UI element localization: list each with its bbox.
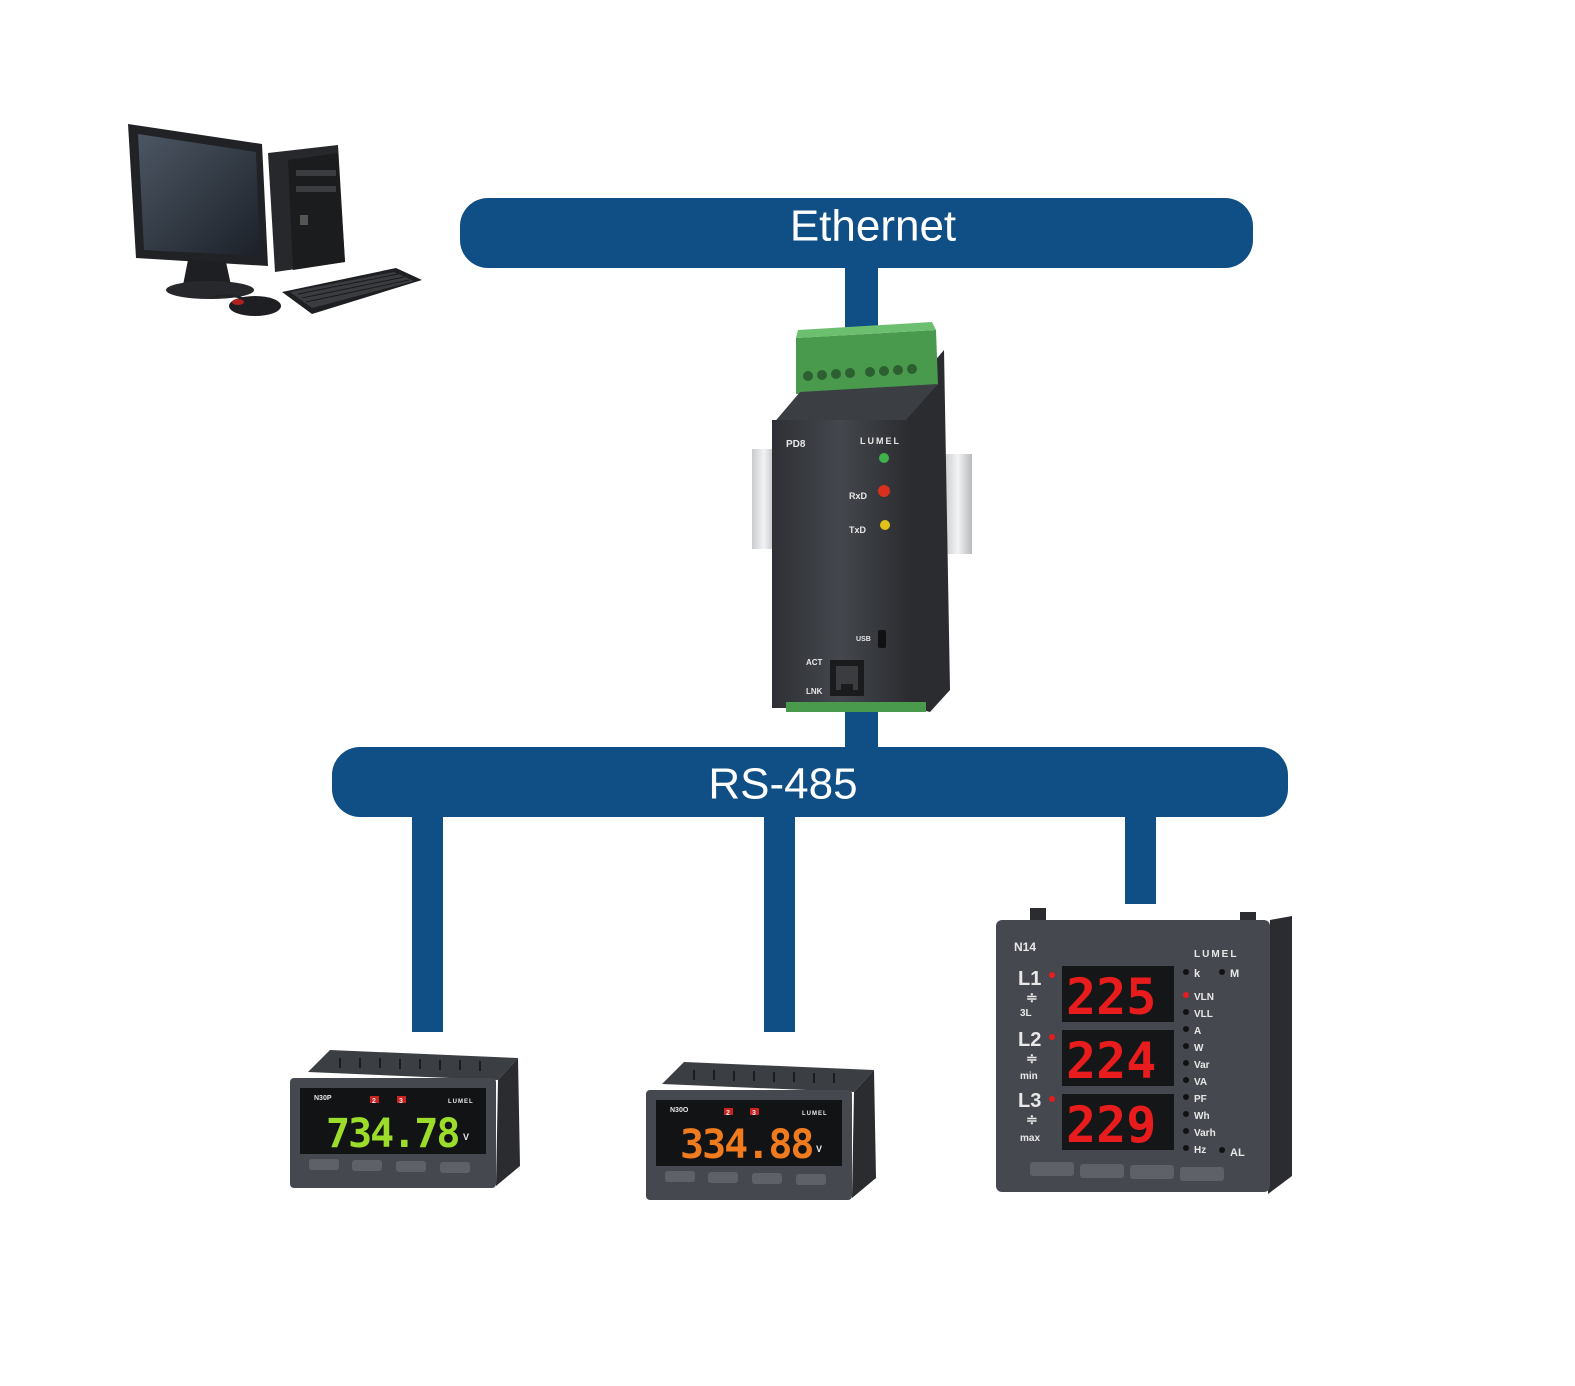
meter1-unit: V bbox=[463, 1132, 469, 1142]
meter3-unit-vln: VLN bbox=[1194, 992, 1214, 1003]
meter3-esc-button[interactable] bbox=[1030, 1162, 1074, 1176]
ethernet-port[interactable] bbox=[830, 660, 864, 696]
converter-brand: LUMEL bbox=[860, 436, 901, 446]
meter3-phase-l1: L1 bbox=[1018, 968, 1041, 990]
meter3-sep-icon: ≑ bbox=[1026, 1050, 1038, 1066]
connector-rs485-to-meter2 bbox=[764, 810, 795, 1032]
meter3-unit-vll: VLL bbox=[1194, 1009, 1213, 1020]
power-led bbox=[879, 453, 889, 463]
pc-tower bbox=[268, 145, 345, 272]
meter3-sub-max: max bbox=[1020, 1133, 1040, 1144]
meter3-unit-a: A bbox=[1194, 1026, 1201, 1037]
connector-rs485-to-meter1 bbox=[412, 810, 443, 1032]
meter3-unit-var: Var bbox=[1194, 1060, 1210, 1071]
pc-keyboard bbox=[282, 268, 422, 314]
meter3-sep-icon: ≑ bbox=[1026, 1111, 1038, 1127]
meter3-unit-w: W bbox=[1194, 1043, 1204, 1054]
meter1-enter-button[interactable] bbox=[440, 1162, 470, 1173]
usb-port[interactable] bbox=[878, 630, 886, 648]
meter3-sub-3l: 3L bbox=[1020, 1008, 1032, 1019]
pc-monitor bbox=[128, 124, 268, 299]
lnk-label: LNK bbox=[806, 687, 823, 696]
meter3-unit-wh: Wh bbox=[1194, 1111, 1210, 1122]
computer bbox=[128, 124, 422, 316]
meter1-esc-button[interactable] bbox=[309, 1159, 339, 1170]
txd-label: TxD bbox=[849, 525, 867, 535]
meter3-unit-hz: Hz bbox=[1194, 1145, 1206, 1156]
meter3-m: M bbox=[1230, 968, 1239, 980]
meter3-unit-varh: Varh bbox=[1194, 1128, 1216, 1139]
meter1-brand: LUMEL bbox=[448, 1099, 474, 1105]
meter3-value-2: 224 bbox=[1066, 1032, 1156, 1090]
connector-rs485-to-meter3 bbox=[1125, 810, 1156, 904]
meter2-alarm1: 2 bbox=[726, 1110, 730, 1117]
ethernet-bus-label: Ethernet bbox=[790, 202, 956, 251]
meter1-alarm2: 3 bbox=[399, 1098, 403, 1105]
meter3-up-button[interactable] bbox=[1130, 1165, 1174, 1179]
meter3-model: N14 bbox=[1014, 940, 1036, 954]
terminal-block bbox=[796, 322, 938, 394]
meter2-esc-button[interactable] bbox=[665, 1171, 695, 1182]
meter1-model: N30P bbox=[314, 1095, 332, 1102]
meter3-left-button[interactable] bbox=[1080, 1164, 1124, 1178]
meter3-enter-button[interactable] bbox=[1180, 1167, 1224, 1181]
meter1-reading: 734.78 bbox=[326, 1111, 459, 1157]
meter3-unit-va: VA bbox=[1194, 1077, 1207, 1088]
meter1-left-button[interactable] bbox=[352, 1160, 382, 1171]
meter2-alarm2: 3 bbox=[752, 1110, 756, 1117]
meter3-value-3: 229 bbox=[1066, 1096, 1156, 1154]
meter2-unit: V bbox=[816, 1144, 822, 1154]
rxd-label: RxD bbox=[849, 491, 868, 501]
connector-ethernet-to-converter bbox=[845, 262, 878, 330]
meter1-up-button[interactable] bbox=[396, 1161, 426, 1172]
meter3-phase-l3: L3 bbox=[1018, 1090, 1041, 1112]
meter2-brand: LUMEL bbox=[802, 1111, 828, 1117]
meter3-brand: LUMEL bbox=[1194, 949, 1238, 960]
meter-n14: N14 LUMEL k M L1 ≑ 3L 225 L2 ≑ min 224 L… bbox=[996, 908, 1292, 1194]
usb-label: USB bbox=[856, 636, 871, 643]
converter-model: PD8 bbox=[786, 439, 806, 450]
meter2-model: N30O bbox=[670, 1107, 689, 1114]
converter-pd8: PD8 LUMEL RxD TxD USB ACT LNK bbox=[752, 322, 972, 712]
rxd-led bbox=[878, 485, 890, 497]
act-label: ACT bbox=[806, 658, 823, 667]
meter3-unit-al: AL bbox=[1230, 1147, 1245, 1159]
meter-n30o: N30O 2 3 LUMEL 334.88 V bbox=[646, 1062, 876, 1200]
meter2-left-button[interactable] bbox=[708, 1172, 738, 1183]
din-rail-right bbox=[944, 454, 972, 554]
meter2-enter-button[interactable] bbox=[796, 1174, 826, 1185]
ethernet-bus: Ethernet bbox=[460, 198, 1253, 268]
meter3-sub-min: min bbox=[1020, 1071, 1038, 1082]
meter3-unit-pf: PF bbox=[1194, 1094, 1207, 1105]
meter3-value-1: 225 bbox=[1066, 968, 1156, 1026]
meter2-reading: 334.88 bbox=[680, 1122, 813, 1168]
meter3-phase-l2: L2 bbox=[1018, 1029, 1041, 1051]
txd-led bbox=[880, 520, 890, 530]
meter1-alarm1: 2 bbox=[372, 1098, 376, 1105]
rs485-bus: RS-485 bbox=[332, 747, 1288, 817]
meter3-sep-icon: ≑ bbox=[1026, 989, 1038, 1005]
meter2-up-button[interactable] bbox=[752, 1173, 782, 1184]
meter3-k: k bbox=[1194, 968, 1201, 980]
meter-n30p: N30P 2 3 LUMEL 734.78 V bbox=[290, 1050, 520, 1188]
rs485-bus-label: RS-485 bbox=[708, 760, 857, 809]
